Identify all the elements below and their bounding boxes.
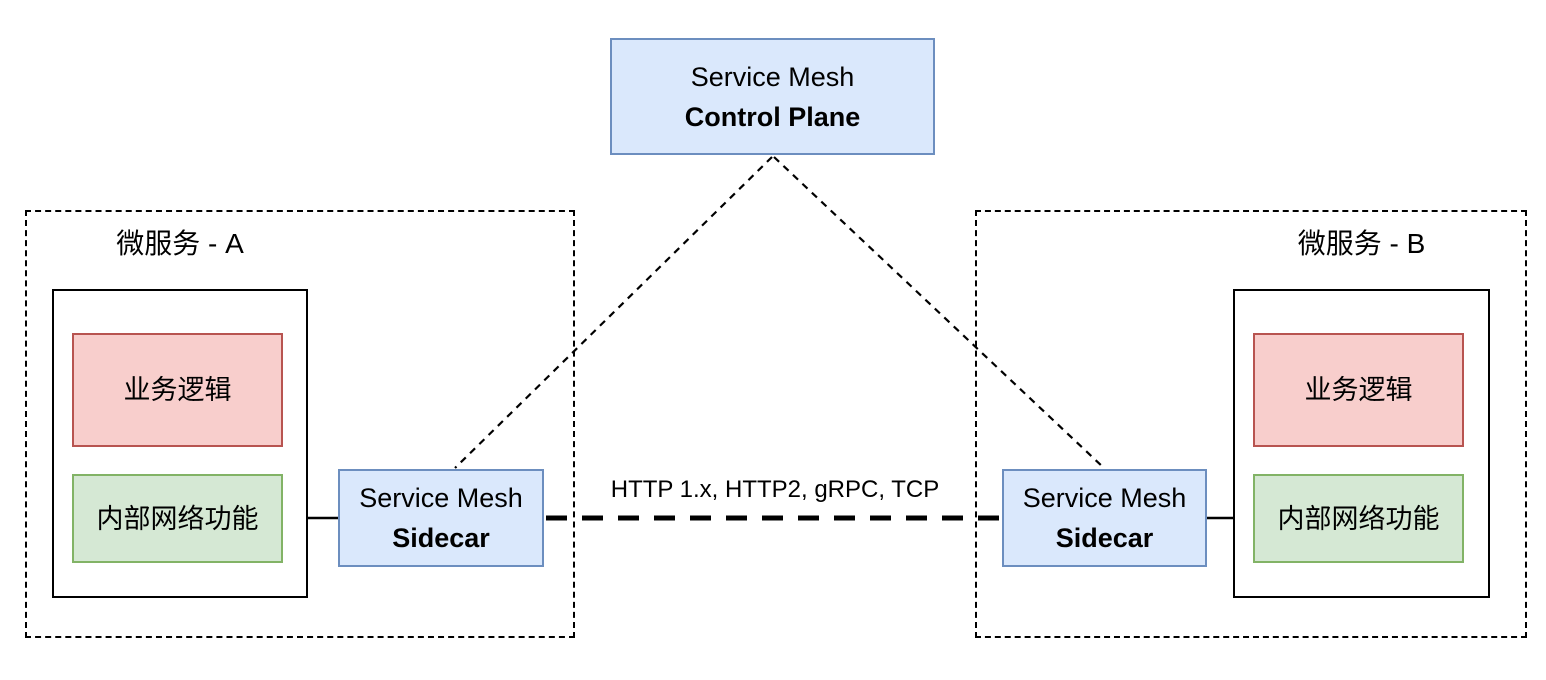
microservice-a-sidecar-node: Service Mesh Sidecar — [338, 469, 544, 567]
microservice-b-title: 微服务 - B — [1297, 228, 1426, 259]
control-plane-node: Service Mesh Control Plane — [610, 38, 935, 155]
microservice-b-sidecar-node: Service Mesh Sidecar — [1002, 469, 1207, 567]
microservice-b-internal-network-node: 内部网络功能 — [1253, 474, 1464, 563]
microservice-b-business-logic-node: 业务逻辑 — [1253, 333, 1464, 447]
control-plane-to-sidecar-a-line — [454, 156, 773, 469]
sidecar-b-label-line1: Service Mesh — [1022, 483, 1187, 513]
microservice-b-business-logic-label: 业务逻辑 — [1304, 375, 1413, 405]
sidecar-link-protocol-label: HTTP 1.x, HTTP2, gRPC, TCP — [610, 476, 940, 503]
microservice-a-container — [25, 210, 575, 638]
microservice-b-internal-network-label: 内部网络功能 — [1277, 503, 1440, 534]
microservice-a-business-logic-node: 业务逻辑 — [72, 333, 283, 447]
sidecar-a-label-line2: Sidecar — [392, 523, 490, 553]
sidecar-a-label-line1: Service Mesh — [359, 483, 523, 513]
control-plane-to-sidecar-b-line — [773, 156, 1105, 469]
control-plane-label-line2: Control Plane — [684, 101, 861, 132]
microservice-a-internal-network-node: 内部网络功能 — [72, 474, 283, 563]
control-plane-label-line1: Service Mesh — [690, 61, 855, 92]
microservice-a-internal-network-label: 内部网络功能 — [96, 503, 259, 534]
microservice-a-business-logic-label: 业务逻辑 — [123, 375, 232, 405]
microservice-b-container — [975, 210, 1527, 638]
sidecar-b-label-line2: Sidecar — [1055, 523, 1154, 553]
microservice-a-title: 微服务 - A — [116, 228, 244, 259]
